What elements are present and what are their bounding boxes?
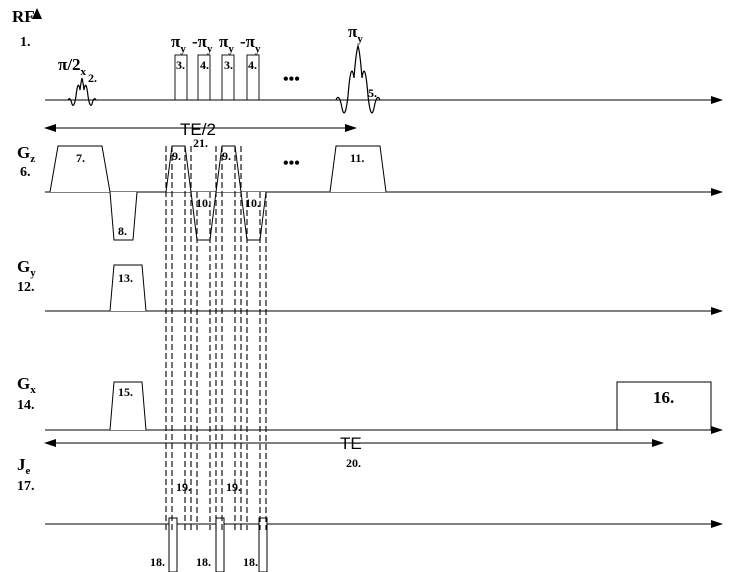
gx-channel-number: 14. <box>17 398 35 413</box>
gy-phase-number: 13. <box>118 271 133 285</box>
excitation-label: π/2x <box>58 55 87 78</box>
te-half-number: 21. <box>193 136 208 150</box>
gz-bipolar-pos-number-1: 9. <box>172 149 181 163</box>
gz-slice-number: 7. <box>76 151 85 165</box>
gy-channel: Gy 12. 13. <box>17 257 723 315</box>
gz-bipolar-pos-number-2: 9. <box>222 149 231 163</box>
gy-channel-number: 12. <box>17 280 35 295</box>
pulse-number-3b: 3. <box>224 58 233 72</box>
gz-bipolar-neg-number-1: 10. <box>196 196 211 210</box>
neg-pi-label-1: -πy <box>192 32 213 55</box>
pi-pulse-2 <box>221 54 235 101</box>
gz-bipolar-neg-number-2: 10. <box>245 196 260 210</box>
rf-axis-arrow-icon <box>32 8 42 19</box>
gx-prephase-lobe <box>109 381 147 431</box>
pulse-number-4a: 4. <box>200 58 209 72</box>
je-channel: Je 17. 18. 18. 18. 19. 19. <box>17 455 723 572</box>
gy-phase-encode-lobe <box>109 264 147 312</box>
gx-channel-label: Gx <box>17 374 36 396</box>
gx-channel: Gx 14. 15. 16. <box>17 374 723 434</box>
je-pulse-number-3: 18. <box>243 555 258 569</box>
gz-channel: Gz 6. 7. 8. 9. 9. 10. 10. ••• 11. <box>17 143 723 241</box>
je-gap-number-2: 19. <box>226 480 241 494</box>
gx-readout-number: 16. <box>653 388 674 407</box>
gx-readout-lobe <box>616 381 712 431</box>
timing-guides <box>165 146 267 530</box>
neg-pi-pulse-2 <box>246 54 260 101</box>
neg-pi-pulse-1 <box>197 54 211 101</box>
gz-crusher-number: 11. <box>350 151 364 165</box>
gy-channel-label: Gy <box>17 257 36 279</box>
refocus-number: 5. <box>368 86 377 100</box>
je-pulse-number-1: 18. <box>150 555 165 569</box>
pi-pulse-1 <box>174 54 188 101</box>
refocus-label: πy <box>348 22 363 45</box>
rf-channel-label: RF <box>12 7 35 26</box>
je-channel-label: Je <box>17 455 31 477</box>
excitation-pulse-shape <box>67 77 97 106</box>
je-channel-number: 17. <box>17 479 35 494</box>
pi-label-1: πy <box>171 32 186 55</box>
te-label: TE <box>340 434 362 453</box>
te-half-interval: TE/2 21. <box>44 120 357 150</box>
excitation-number: 2. <box>88 71 97 85</box>
gz-channel-label: Gz <box>17 143 35 165</box>
gz-rephase-number: 8. <box>118 224 127 238</box>
te-interval: TE 20. <box>44 434 664 470</box>
je-gap-number-1: 19. <box>176 480 191 494</box>
gz-crusher-lobe <box>329 145 387 193</box>
gx-prephase-number: 15. <box>118 385 133 399</box>
je-current-pulse-2 <box>215 517 225 572</box>
te-number: 20. <box>346 456 361 470</box>
je-pulse-number-2: 18. <box>196 555 211 569</box>
pulse-number-3a: 3. <box>176 58 185 72</box>
gz-rephase-lobe <box>109 191 138 241</box>
te-half-label: TE/2 <box>180 120 216 139</box>
gz-slice-select-lobe <box>49 145 111 193</box>
gz-channel-number: 6. <box>20 165 31 180</box>
rf-channel-number: 1. <box>20 35 31 50</box>
pulse-number-4b: 4. <box>248 58 257 72</box>
rf-ellipsis: ••• <box>283 71 300 88</box>
rf-channel: RF 1. π/2x 2. πy -πy πy -πy 3. 4. 3. 4. … <box>12 7 723 114</box>
neg-pi-label-2: -πy <box>240 32 261 55</box>
refocus-pulse-shape <box>335 44 381 114</box>
je-current-pulse-3 <box>258 517 268 572</box>
je-current-pulse-1 <box>168 517 178 572</box>
gz-ellipsis: ••• <box>283 155 300 172</box>
pi-label-2: πy <box>219 32 234 55</box>
